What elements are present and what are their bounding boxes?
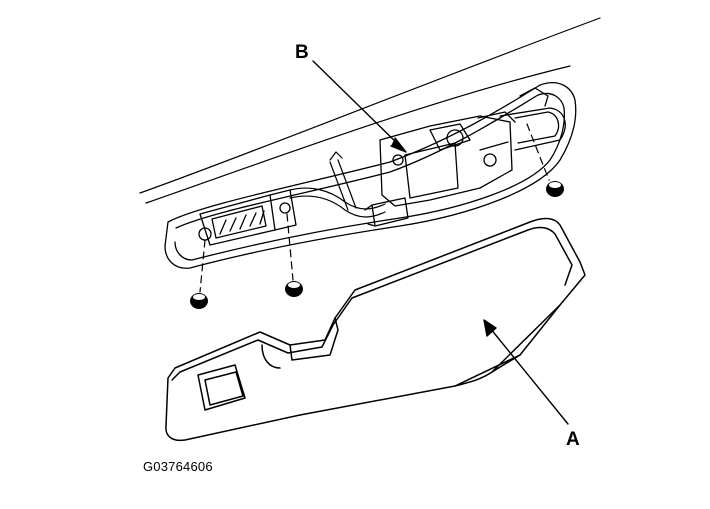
trim-cover	[165, 217, 586, 442]
callout-b-label: B	[295, 42, 309, 63]
grommets	[190, 123, 564, 309]
wiper-motor	[364, 87, 566, 227]
hatch-edge	[139, 17, 601, 204]
hatch-inner-panel	[164, 82, 577, 269]
vent-bracket	[198, 189, 297, 246]
figure-id: G03764606	[143, 459, 213, 474]
leader-lines	[312, 60, 569, 425]
callout-a-label: A	[566, 429, 580, 450]
